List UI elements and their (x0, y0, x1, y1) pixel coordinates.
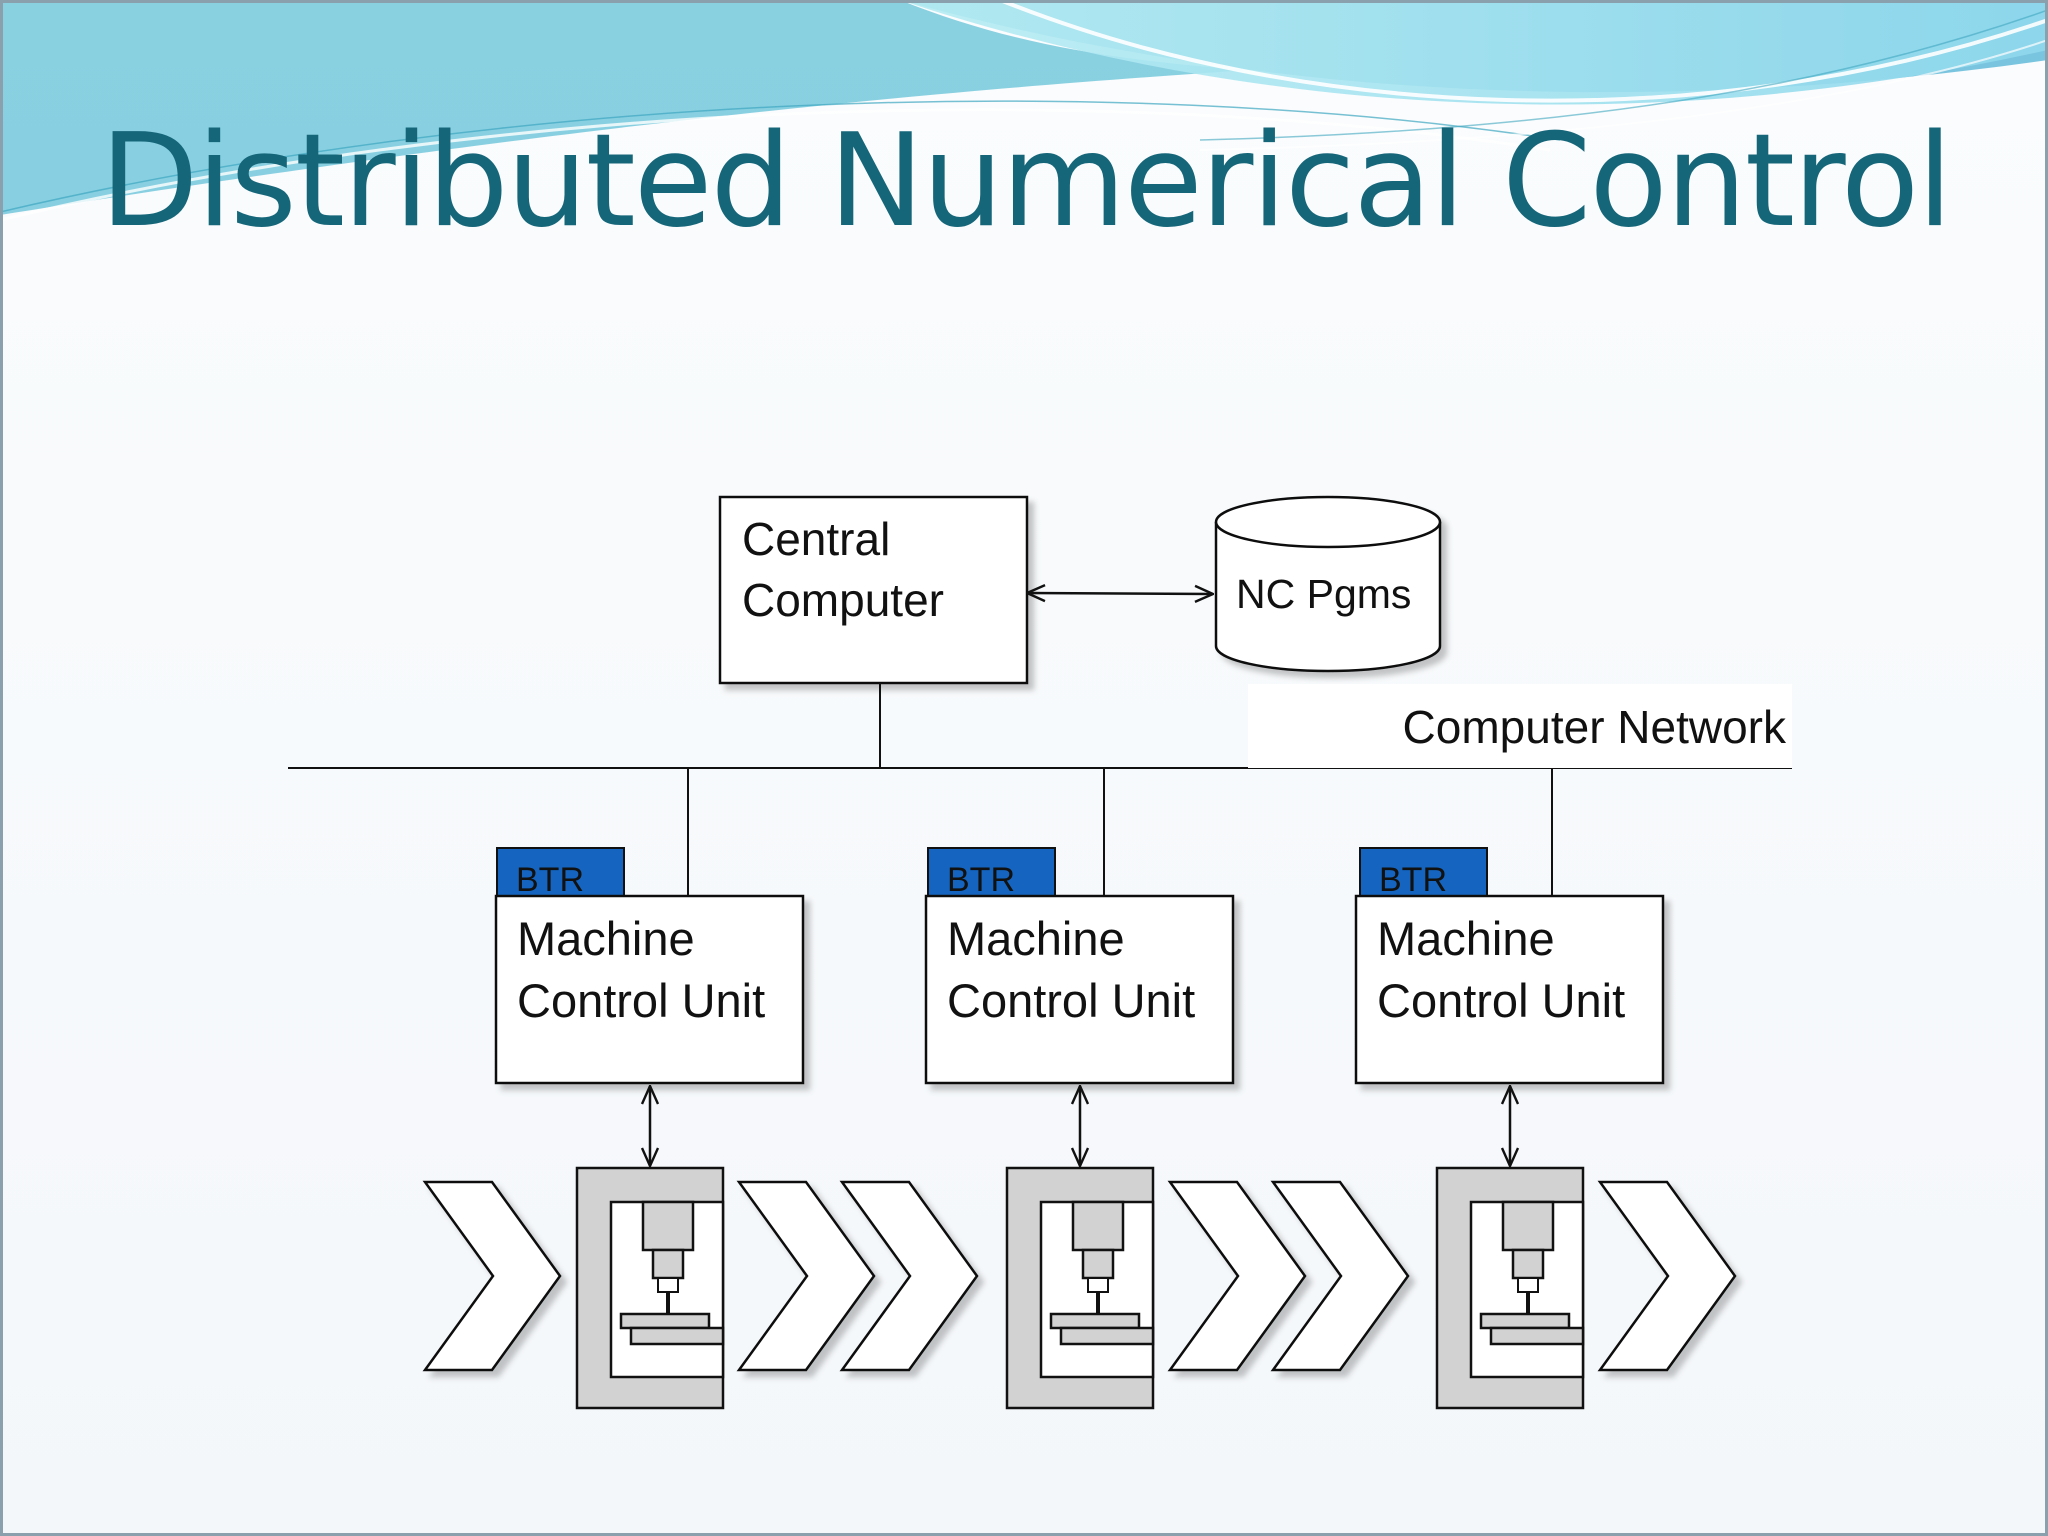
unit-3-line1: Machine (1377, 912, 1555, 965)
cnc-machine-3-icon (1435, 1166, 1585, 1410)
btr-tag-3-label: BTR (1379, 861, 1447, 899)
slide-title: Distributed Numerical Control (100, 107, 1953, 256)
machine-control-unit-2: BTR Machine Control Unit (924, 847, 1235, 1085)
btr-tag-2 (927, 847, 1056, 898)
unit-2-line2: Control Unit (947, 974, 1195, 1027)
nc-programs-storage (1214, 495, 1442, 673)
central-computer-line2: Computer (742, 574, 944, 626)
network-label: Computer Network (1403, 701, 1787, 753)
btr-tag-2-label: BTR (947, 861, 1015, 899)
cnc-machine-1-icon (575, 1166, 725, 1410)
flow-chevron-3 (839, 1180, 979, 1372)
unit-2-line1: Machine (947, 912, 1125, 965)
flow-chevron-2 (736, 1180, 876, 1372)
flow-chevron-6 (1597, 1180, 1737, 1372)
unit-1-line1: Machine (517, 912, 695, 965)
btr-tag-3 (1359, 847, 1488, 898)
flow-chevron-5 (1270, 1180, 1410, 1372)
flow-chevron-1 (422, 1180, 562, 1372)
central-computer-line1: Central (742, 513, 890, 565)
machine-control-unit-1: BTR Machine Control Unit (494, 847, 805, 1085)
central-computer: Central Computer (718, 495, 1029, 685)
flow-chevron-4 (1167, 1180, 1307, 1372)
machine-control-unit-3: BTR Machine Control Unit (1354, 847, 1665, 1085)
network-label-box (1248, 684, 1792, 768)
unit-1-line2: Control Unit (517, 974, 765, 1027)
nc-programs-label: NC Pgms (1236, 571, 1411, 617)
header-waves (0, 0, 2048, 222)
central-to-nc-arrow (1027, 593, 1213, 594)
cnc-machine-2-icon (1005, 1166, 1155, 1410)
btr-tag-1-label: BTR (516, 861, 584, 899)
unit-3-line2: Control Unit (1377, 974, 1625, 1027)
